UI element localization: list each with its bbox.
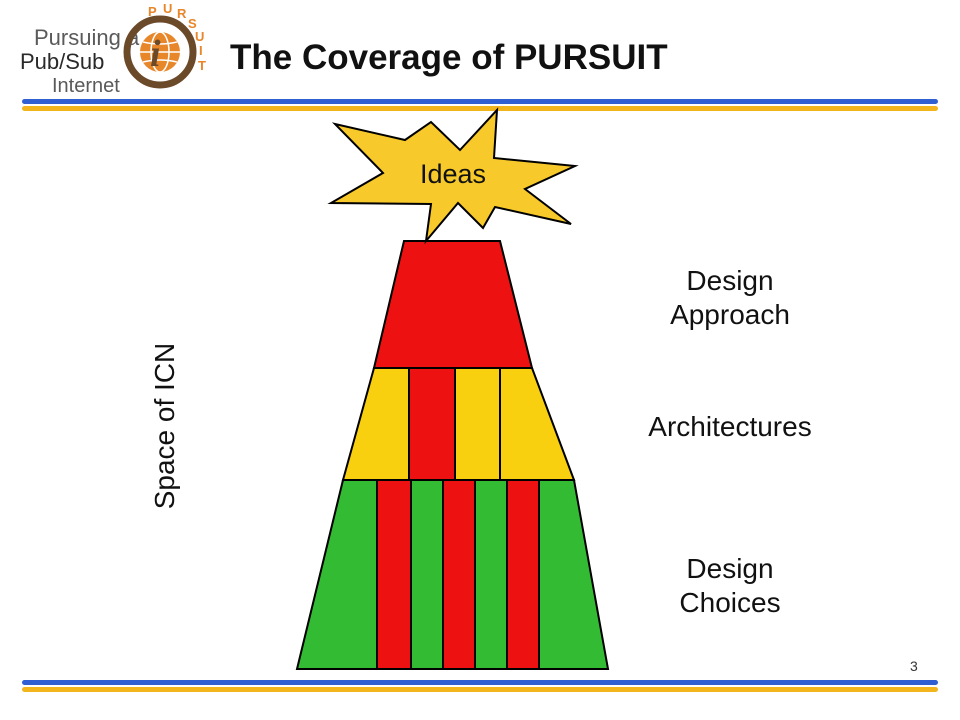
logo-arc-letter: I (199, 43, 203, 58)
footer-rule-blue (22, 680, 938, 685)
logo-arc-letter: U (163, 1, 172, 16)
logo-arc-letter: T (198, 58, 206, 73)
globe-lines-icon (140, 31, 180, 73)
stripe-green (295, 479, 378, 670)
footer-rule-gold (22, 687, 938, 692)
ideas-label: Ideas (420, 159, 486, 189)
pyramid-tier-choices (295, 479, 610, 670)
logo-i-letter: i (150, 33, 161, 75)
ideas-burst-icon (327, 107, 579, 245)
header-rule-gold (22, 106, 938, 111)
stripe-green (474, 479, 508, 670)
level-label-approach-line1: Design (686, 265, 774, 296)
logo-text-line3: Internet (52, 75, 120, 97)
level-label-choices: Design Choices (650, 552, 810, 620)
stripe-red (506, 479, 540, 670)
logo-arc-letter: R (177, 6, 187, 21)
space-of-icn-label: Space of ICN (149, 342, 180, 510)
pyramid-tier-architectures (341, 367, 576, 481)
page-number: 3 (910, 658, 918, 674)
level-label-approach: Design Approach (640, 264, 820, 332)
block-yellow (341, 367, 410, 481)
level-label-choices-line2: Choices (679, 587, 781, 618)
logo-arc-letters: P U R S U I T (148, 1, 206, 73)
logo-text-line2: Pub/Sub (20, 49, 105, 74)
stripe-red (376, 479, 412, 670)
logo-at-ring (123, 15, 197, 89)
block-red (408, 367, 456, 481)
stripe-green (538, 479, 610, 670)
level-label-architectures: Architectures (648, 411, 812, 442)
logo-emblem: i P U R S U I T (123, 1, 206, 89)
logo-text-line1: Pursuing a (34, 25, 140, 50)
logo-arc-letter: P (148, 4, 157, 19)
header-rule-blue (22, 99, 938, 104)
slide-title: The Coverage of PURSUIT (230, 38, 668, 77)
block-yellow (454, 367, 501, 481)
block-yellow (499, 367, 576, 481)
level-label-choices-line1: Design (686, 553, 774, 584)
pyramid-tier-approach (372, 240, 534, 369)
logo-arc-letter: S (188, 16, 197, 31)
stripe-red (442, 479, 476, 670)
logo-arc-letter: U (195, 29, 204, 44)
level-label-approach-line2: Approach (670, 299, 790, 330)
stripe-green (410, 479, 444, 670)
